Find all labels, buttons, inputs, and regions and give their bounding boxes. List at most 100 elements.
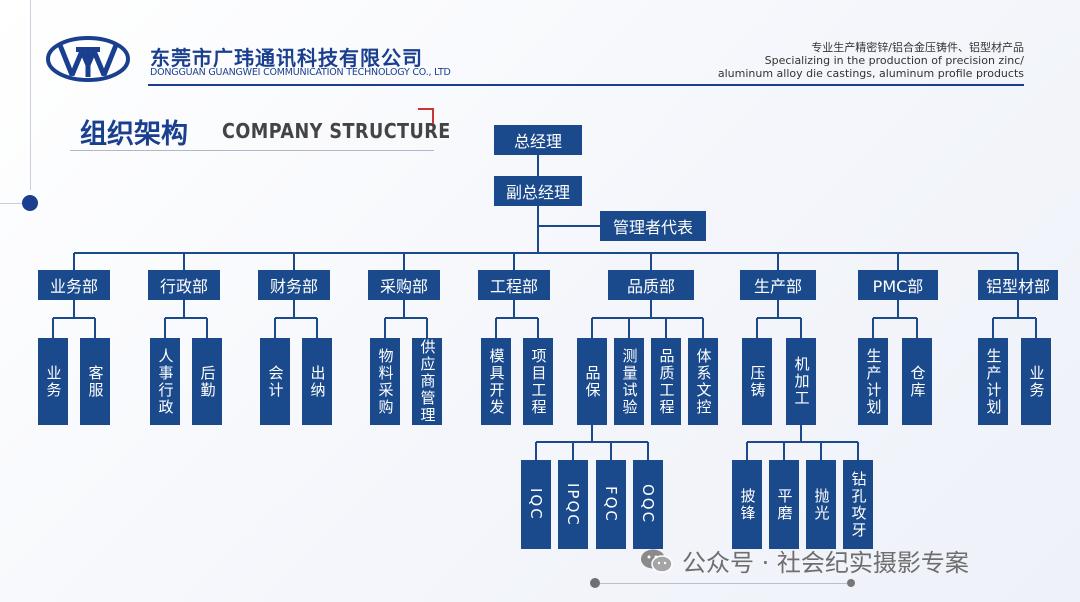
tagline: 专业生产精密锌/铝合金压铸件、铝型材产品 Specializing in the… <box>718 41 1024 80</box>
org-node-department: 工程部 <box>478 270 550 300</box>
org-node-machining: 披锋 <box>732 460 762 549</box>
connector-line <box>164 318 166 338</box>
decor-line <box>0 203 22 204</box>
connector-line <box>52 318 54 338</box>
connector-line <box>293 300 295 318</box>
connector-line <box>783 442 785 460</box>
connector-line <box>183 300 185 318</box>
org-node-department: 采购部 <box>368 270 440 300</box>
connector-line <box>535 442 537 460</box>
connector-line <box>496 317 538 319</box>
org-node-unit: 会计 <box>260 338 290 425</box>
decor-dot <box>847 579 855 587</box>
org-node-unit: 压铸 <box>742 338 772 425</box>
org-node-unit: 物料采购 <box>370 338 400 425</box>
decor-line <box>600 583 850 584</box>
connector-line <box>513 253 515 270</box>
connector-line <box>384 318 386 338</box>
connector-line <box>403 300 405 318</box>
org-node-qc: IQC <box>521 460 551 549</box>
connector-line <box>873 317 917 319</box>
org-node-unit: 出纳 <box>302 338 332 425</box>
connector-line <box>702 318 704 338</box>
org-node-unit: 体系文控 <box>688 338 718 425</box>
decor-line <box>30 0 31 190</box>
connector-line <box>591 425 593 442</box>
wechat-icon <box>641 549 673 573</box>
connector-line <box>1017 300 1019 318</box>
connector-line <box>992 318 994 338</box>
section-title-cn: 组织架构 <box>80 119 188 150</box>
org-node-unit: 项目工程 <box>523 338 553 425</box>
connector-line <box>591 318 593 338</box>
connector-line <box>650 253 652 270</box>
connector-line <box>665 318 667 338</box>
org-node-department: PMC部 <box>858 270 938 300</box>
org-node-unit: 供应商管理 <box>412 338 442 425</box>
connector-line <box>993 317 1036 319</box>
connector-line <box>537 318 539 338</box>
connector-line <box>592 317 703 319</box>
org-node-unit: 生产计划 <box>978 338 1008 425</box>
connector-line <box>800 318 802 338</box>
company-name-cn: 东莞市广玮通讯科技有限公司 <box>150 46 423 70</box>
connector-line <box>53 317 95 319</box>
connector-line <box>275 317 317 319</box>
org-node-machining: 钻孔攻牙 <box>843 460 873 549</box>
org-node-unit: 后勤 <box>192 338 222 425</box>
connector-line <box>628 318 630 338</box>
org-node-machining: 抛光 <box>806 460 836 549</box>
connector-line <box>426 318 428 338</box>
org-node-unit: 人事行政 <box>150 338 180 425</box>
org-node-unit: 品质工程 <box>651 338 681 425</box>
connector-line <box>536 441 648 443</box>
tagline-en-line1: Specializing in the production of precis… <box>764 54 1024 67</box>
org-node-department: 生产部 <box>740 270 816 300</box>
connector-line <box>385 317 427 319</box>
connector-line <box>403 253 405 270</box>
connector-line <box>73 253 75 270</box>
connector-line <box>650 300 652 318</box>
org-node-unit: 品保 <box>577 338 607 425</box>
connector-line <box>274 318 276 338</box>
connector-line <box>897 253 899 270</box>
connector-line <box>537 206 539 253</box>
connector-line <box>1017 253 1019 270</box>
org-node-department: 行政部 <box>148 270 220 300</box>
connector-line <box>746 442 748 460</box>
org-node-department: 财务部 <box>258 270 330 300</box>
connector-line <box>206 318 208 338</box>
section-title-en: COMPANY STRUCTURE <box>222 119 451 143</box>
connector-line <box>857 442 859 460</box>
org-node-qc: FQC <box>596 460 626 549</box>
org-node-unit: 仓库 <box>902 338 932 425</box>
org-node-unit: 测量试验 <box>614 338 644 425</box>
org-node-unit: 业务 <box>38 338 68 425</box>
header-divider <box>148 84 1024 86</box>
connector-line <box>1035 318 1037 338</box>
org-node-qc: IPQC <box>558 460 588 549</box>
connector-line <box>747 441 858 443</box>
connector-line <box>165 317 207 319</box>
section-bracket <box>418 108 434 124</box>
connector-line <box>572 442 574 460</box>
connector-line <box>647 442 649 460</box>
org-node-deputy-manager: 副总经理 <box>494 176 582 206</box>
connector-line <box>183 253 185 270</box>
watermark-text: 公众号 · 社会纪实摄影专案 <box>682 549 969 577</box>
company-logo <box>46 36 130 82</box>
decor-dot <box>22 195 38 211</box>
connector-line <box>757 317 801 319</box>
connector-line <box>610 442 612 460</box>
connector-line <box>538 225 600 227</box>
org-node-machining: 平磨 <box>769 460 799 549</box>
connector-line <box>513 300 515 318</box>
org-node-management-rep: 管理者代表 <box>600 211 706 241</box>
connector-line <box>74 252 1018 254</box>
connector-line <box>800 425 802 442</box>
tagline-en-line2: aluminum alloy die castings, aluminum pr… <box>717 67 1024 80</box>
connector-line <box>777 253 779 270</box>
connector-line <box>897 300 899 318</box>
org-node-department: 品质部 <box>608 270 694 300</box>
org-node-general-manager: 总经理 <box>494 125 582 155</box>
